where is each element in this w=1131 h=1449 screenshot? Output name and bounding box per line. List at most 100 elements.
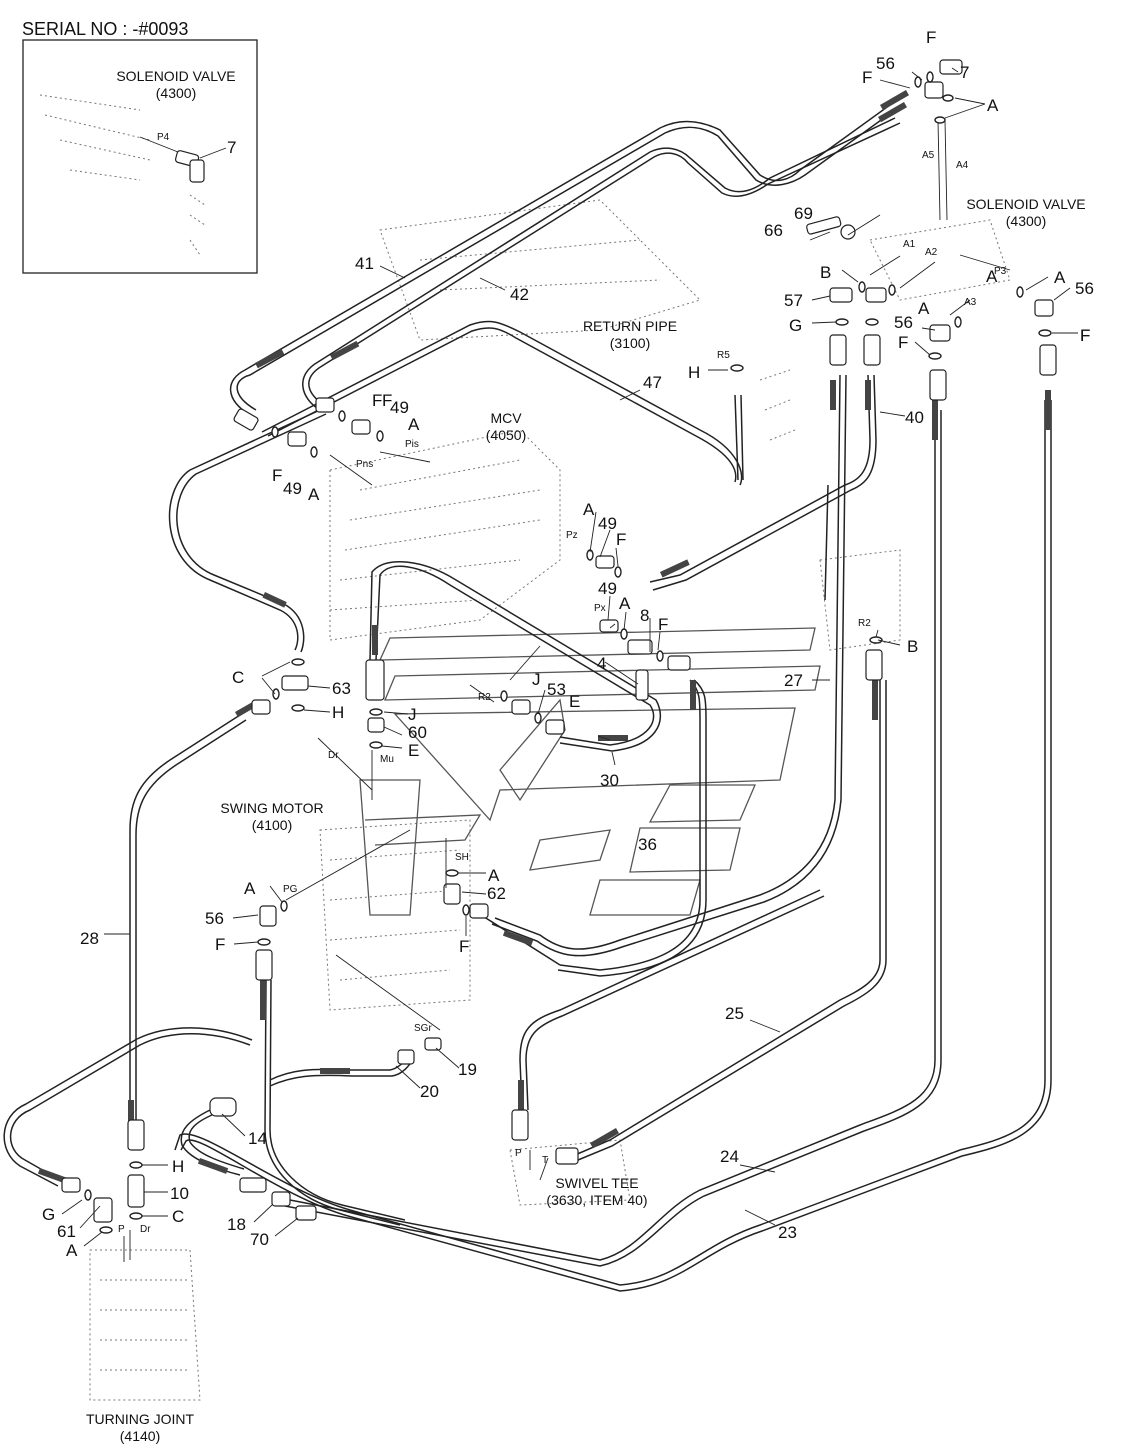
- port-label: R2: [478, 692, 491, 703]
- part-number: 47: [643, 373, 662, 392]
- seal-letter: A: [619, 594, 631, 613]
- seal-letter: G: [789, 316, 802, 335]
- port-label: Pis: [405, 439, 419, 450]
- port-label: P: [515, 1148, 522, 1159]
- part-number: 28: [80, 929, 99, 948]
- seal-letter: A: [986, 267, 998, 286]
- component-name: SWING MOTOR: [220, 800, 323, 816]
- component-name: RETURN PIPE: [583, 318, 677, 334]
- seal-letter: F: [616, 530, 626, 549]
- fittings: [61, 59, 1057, 1223]
- hose-sleeves: [37, 90, 1051, 1184]
- component-name: SOLENOID VALVE: [116, 68, 235, 84]
- part-number: 24: [720, 1147, 739, 1166]
- part-number: 49: [598, 514, 617, 533]
- part-number: 4: [597, 654, 606, 673]
- part-number: 56: [894, 313, 913, 332]
- port-label: A2: [925, 247, 938, 258]
- part-number: 53: [547, 680, 566, 699]
- seal-letter: A: [488, 866, 500, 885]
- seal-letter: F: [215, 935, 225, 954]
- part-number: 56: [205, 909, 224, 928]
- port-label: A1: [903, 239, 916, 250]
- inset-box: [22, 39, 258, 274]
- seal-letter: F: [459, 937, 469, 956]
- component-name: SOLENOID VALVE: [966, 196, 1085, 212]
- part-number: 57: [784, 291, 803, 310]
- seal-letter: C: [172, 1207, 184, 1226]
- seal-letter: F: [272, 466, 282, 485]
- component-code: (4300): [1006, 213, 1046, 229]
- part-number: 7: [227, 138, 236, 157]
- port-label: A3: [964, 297, 977, 308]
- component-name: TURNING JOINT: [86, 1411, 195, 1427]
- seal-letter: G: [42, 1205, 55, 1224]
- part-number: 49: [390, 398, 409, 417]
- part-number: 49: [598, 579, 617, 598]
- seal-letter: H: [172, 1157, 184, 1176]
- seal-letter: E: [569, 692, 580, 711]
- seal-letter: A: [308, 485, 320, 504]
- part-number: 66: [764, 221, 783, 240]
- part-number: 19: [458, 1060, 477, 1079]
- seal-letter: A: [583, 500, 595, 519]
- part-number: 62: [487, 884, 506, 903]
- port-labels: P4 A5 A4 A1 A2 P3 A3 R5 Pis Pns Pz Px R2…: [118, 132, 1007, 1235]
- seal-letter: A: [987, 96, 999, 115]
- part-number: 40: [905, 408, 924, 427]
- seal-letter: F: [1080, 326, 1090, 345]
- frame-outline: [359, 627, 821, 916]
- seal-letter: F: [1080, 326, 1090, 345]
- ghost-components: [39, 94, 1011, 1401]
- seal-letter: B: [907, 637, 918, 656]
- part-number: 25: [725, 1004, 744, 1023]
- port-label: Dr: [328, 750, 339, 761]
- part-number: 20: [420, 1082, 439, 1101]
- component-code: (4100): [252, 817, 292, 833]
- port-label: Pns: [356, 459, 373, 470]
- port-label: T: [542, 1155, 548, 1166]
- port-label: Mu: [380, 754, 394, 765]
- part-number: 70: [250, 1230, 269, 1249]
- part-number: 60: [408, 723, 427, 742]
- seal-letter: F: [372, 391, 382, 410]
- part-number: 63: [332, 679, 351, 698]
- seal-letter: B: [820, 263, 831, 282]
- seal-letters: F F F A A A B G A F A F H F A F A A F F …: [42, 28, 1090, 1260]
- seal-letter: A: [244, 879, 256, 898]
- port-label: P4: [157, 132, 170, 143]
- port-label: R5: [717, 350, 730, 361]
- component-code: (4050): [486, 427, 526, 443]
- seal-letter: A: [408, 415, 420, 434]
- port-label: R2: [858, 618, 871, 629]
- part-number: 8: [640, 606, 649, 625]
- part-number: 10: [170, 1184, 189, 1203]
- hoses: [3, 104, 1052, 1292]
- port-label: SH: [455, 852, 469, 863]
- seal-letter: J: [408, 705, 417, 724]
- component-name: MCV: [490, 410, 522, 426]
- component-code: (4140): [120, 1428, 160, 1444]
- part-number: 41: [355, 254, 374, 273]
- seal-letter: F: [898, 333, 908, 352]
- serial-number: SERIAL NO : -#0093: [22, 19, 188, 39]
- seal-letter: H: [688, 363, 700, 382]
- port-label: A5: [922, 150, 935, 161]
- part-number: 23: [778, 1223, 797, 1242]
- component-name: SWIVEL TEE: [555, 1175, 638, 1191]
- part-number: 56: [876, 54, 895, 73]
- part-number: 14: [248, 1129, 267, 1148]
- part-number: 56: [1075, 279, 1094, 298]
- part-number: 61: [57, 1222, 76, 1241]
- seal-letter: A: [918, 299, 930, 318]
- part-number: 36: [638, 835, 657, 854]
- port-label: Dr: [140, 1224, 151, 1235]
- port-label: P3: [994, 266, 1007, 277]
- port-label: P: [118, 1224, 125, 1235]
- port-label: Px: [594, 603, 606, 614]
- component-code: (4300): [156, 85, 196, 101]
- o-rings: [84, 71, 1052, 1234]
- port-label: SGr: [414, 1023, 432, 1034]
- part-number: 30: [600, 771, 619, 790]
